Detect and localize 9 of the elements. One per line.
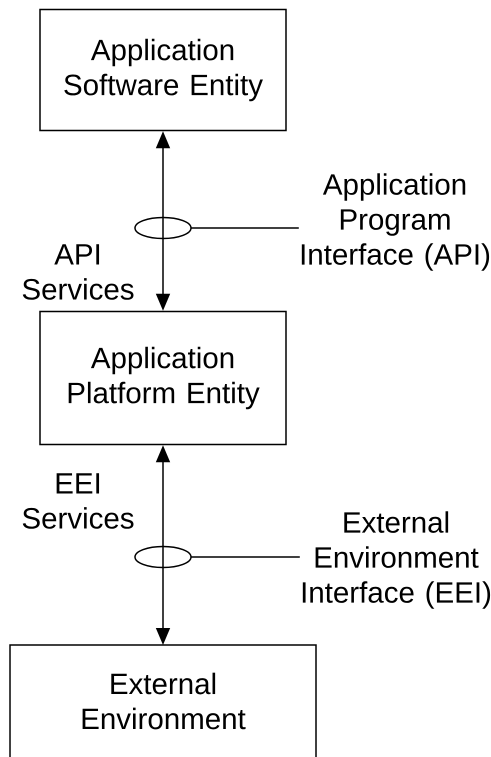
interface-label: Application Program Interface (API) <box>302 173 490 271</box>
leader-line <box>134 216 299 240</box>
leader-line <box>134 546 300 568</box>
edge-label: EEI Services <box>22 473 134 529</box>
edge-label: API Services <box>22 244 134 300</box>
environment-box: External Environment <box>9 644 317 757</box>
entity-box: Application Software Entity <box>39 8 287 132</box>
entity-box: Application Platform Entity <box>39 310 287 446</box>
interface-label: External Environment Interface (EEI) <box>302 511 490 609</box>
